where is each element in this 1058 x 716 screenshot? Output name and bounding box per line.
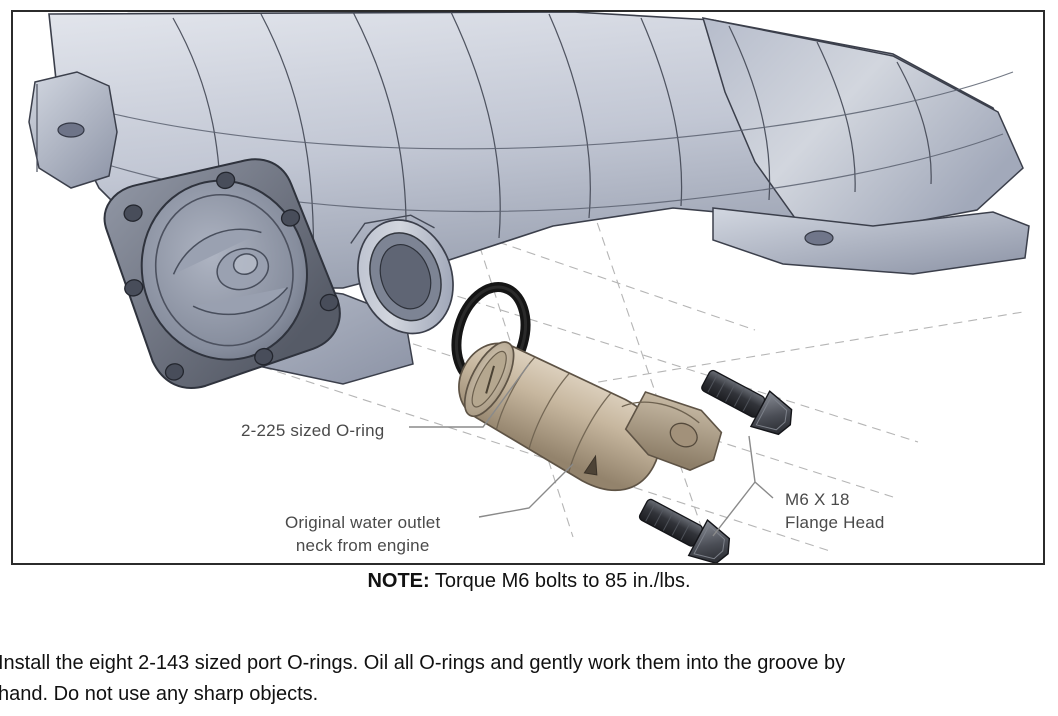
note-label: NOTE: xyxy=(367,570,430,592)
callout-water-outlet-neck-label: Original water outlet neck from engine xyxy=(285,512,440,558)
figure-note: NOTE: Torque M6 bolts to 85 in./lbs. xyxy=(0,570,1058,593)
m6-flange-bolt-upper xyxy=(701,369,793,436)
callout-m6-bolt-label: M6 X 18 Flange Head xyxy=(785,489,885,535)
leader-lines xyxy=(409,363,774,537)
exploded-assembly-illustration xyxy=(28,12,1030,563)
note-text: Torque M6 bolts to 85 in./lbs. xyxy=(434,570,691,592)
instruction-line-1: Install the eight 2-143 sized port O-rin… xyxy=(0,652,846,674)
callout-m6-bolt-line2: Flange Head xyxy=(785,512,885,532)
throttle-body-flange-plate xyxy=(103,158,341,389)
callout-water-outlet-neck-line2: neck from engine xyxy=(295,535,430,555)
instruction-paragraph: Install the eight 2-143 sized port O-rin… xyxy=(0,648,1028,710)
manifold-left-flange-ear xyxy=(28,71,118,189)
instruction-line-2: hand. Do not use any sharp objects. xyxy=(0,683,319,705)
callout-oring-label: 2-225 sized O-ring xyxy=(241,421,385,440)
figure-panel: 2-225 sized O-ring Original water outlet… xyxy=(11,10,1045,565)
manifold-outlet-boss xyxy=(350,214,454,335)
water-outlet-neck-part xyxy=(458,341,723,492)
callout-water-outlet-neck-line1: Original water outlet xyxy=(285,513,441,532)
callout-m6-bolt-line1: M6 X 18 xyxy=(785,490,850,509)
m6-flange-bolt-lower xyxy=(638,498,731,563)
